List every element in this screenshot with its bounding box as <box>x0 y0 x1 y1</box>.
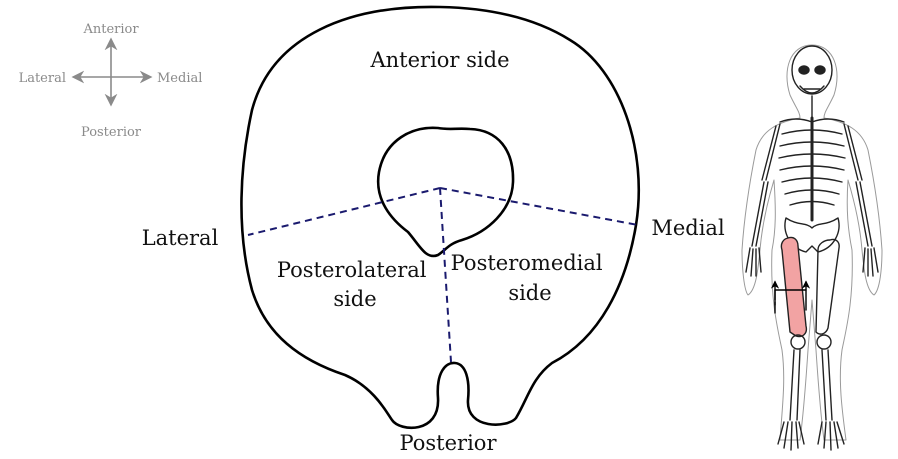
posterolateral-side-label: Posterolateral side <box>277 258 433 311</box>
other-femur <box>816 239 839 334</box>
dashed-line-medial <box>440 188 638 225</box>
dashed-line-lateral <box>248 188 440 235</box>
posteromedial-side-label: Posteromedial side <box>451 251 610 305</box>
posteromedial-label-line-1: Posteromedial <box>451 251 603 275</box>
feet <box>778 422 844 450</box>
lateral-label: Lateral <box>142 226 219 250</box>
right-arm <box>844 124 878 276</box>
posterolateral-label-line-2: side <box>333 287 376 311</box>
medial-label: Medial <box>651 216 725 240</box>
compass-medial-label: Medial <box>157 71 202 86</box>
posterior-label: Posterior <box>399 431 497 455</box>
lower-legs <box>790 350 832 420</box>
skeleton-illustration <box>742 45 882 450</box>
compass-rose: Anterior Posterior Lateral Medial <box>19 22 203 140</box>
femur-cross-section: Anterior side Lateral Medial Posterior P… <box>142 7 725 455</box>
medullary-canal-outline <box>378 128 513 256</box>
right-knee <box>817 335 831 349</box>
compass-lateral-label: Lateral <box>19 71 66 86</box>
compass-posterior-label: Posterior <box>81 125 142 140</box>
posteromedial-label-line-2: side <box>508 281 551 305</box>
posterolateral-label-line-1: Posterolateral <box>277 258 427 282</box>
anterior-side-label: Anterior side <box>369 48 509 72</box>
skull <box>792 46 832 94</box>
compass-anterior-label: Anterior <box>82 22 139 37</box>
left-eye-socket <box>799 66 809 74</box>
dashed-line-posterior <box>440 188 451 362</box>
highlighted-femur <box>781 237 806 336</box>
right-eye-socket <box>815 66 825 74</box>
